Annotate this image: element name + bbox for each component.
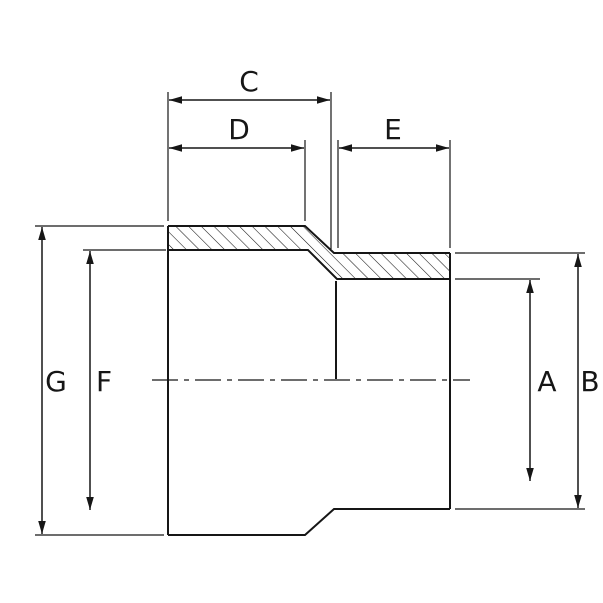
inner-bore-profile — [168, 249, 450, 280]
dim-label-c: C — [239, 65, 259, 98]
dimension-labels: C D E G F A B — [45, 65, 599, 398]
dim-label-b: B — [580, 365, 599, 398]
section-hatch-region — [168, 226, 450, 279]
dim-label-e: E — [384, 113, 402, 146]
dim-label-f: F — [96, 365, 112, 398]
dimension-lines — [38, 96, 582, 534]
dim-label-g: G — [45, 365, 67, 398]
dim-label-a: A — [537, 365, 556, 398]
dim-label-d: D — [228, 113, 250, 146]
outer-top-profile — [168, 225, 450, 254]
outer-bottom-profile — [168, 508, 450, 536]
extension-lines — [35, 92, 585, 536]
